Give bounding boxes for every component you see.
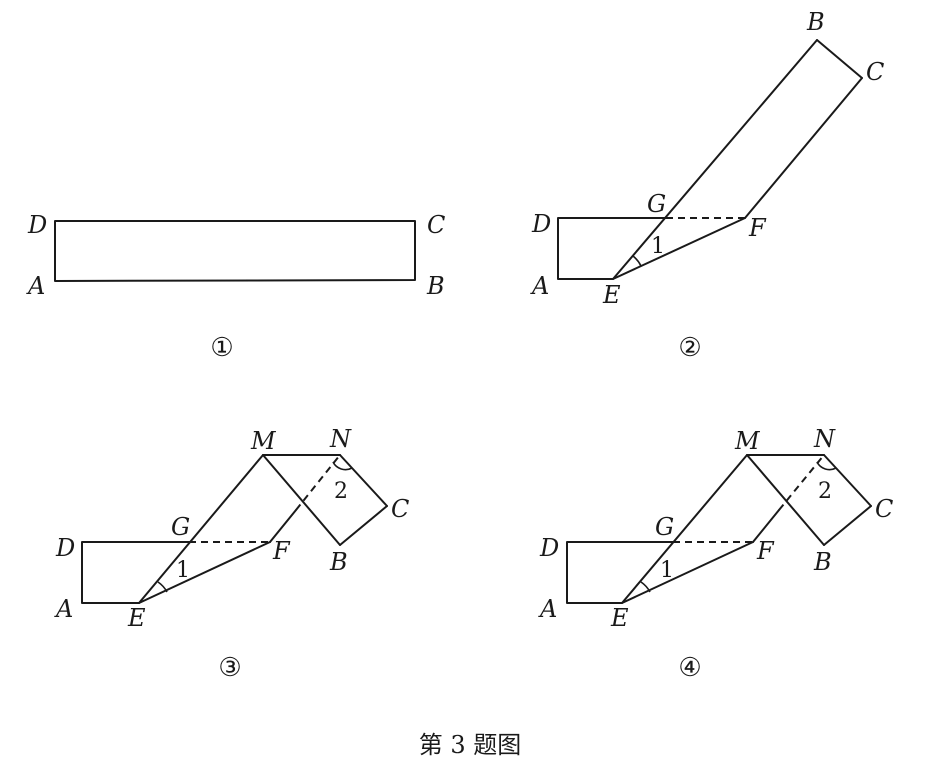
edge-em [138,454,264,604]
point-label-b: B [426,272,445,300]
edge-f-fold-solid [269,509,297,543]
angle-1-arc [157,581,168,593]
panel-1: D A C B ① [26,211,445,363]
edge-bm [262,454,341,546]
point-label-b: B [806,8,825,36]
angle-2-arc [816,461,837,471]
panel-2: 1 D A E G F B C ② [530,8,884,363]
edge-cb [339,505,388,546]
point-label-f: F [756,537,775,565]
angle-2-arc [332,461,353,471]
edge-bc [816,39,863,79]
angle-1-arc [632,255,642,267]
edge-cf [744,77,863,219]
point-label-c: C [391,495,409,523]
fold-line-ef [621,541,754,604]
point-label-n: N [329,425,352,453]
angle-1-label: 1 [660,558,674,583]
point-label-a: A [54,595,73,623]
point-label-e: E [610,604,629,632]
edge-nc [339,454,388,507]
point-label-g: G [171,513,190,541]
point-label-g: G [647,190,666,218]
point-label-b: B [813,548,832,576]
edge-f-fold-solid [752,509,780,543]
angle-1-label: 1 [176,558,190,583]
left-part-edges [81,541,190,604]
panel-caption: ③ [218,653,241,683]
point-label-a: A [530,272,549,300]
point-label-f: F [748,214,767,242]
point-label-f: F [272,537,291,565]
panel-3: 1 2 D A E G F M N C B ③ [54,425,409,683]
left-part-edges [557,217,667,280]
angle-2-label: 2 [818,479,832,504]
point-label-m: M [734,427,761,455]
panel-caption: ① [210,333,233,363]
point-label-g: G [655,513,674,541]
point-label-a: A [26,272,45,300]
point-label-c: C [427,211,445,239]
point-label-c: C [866,58,884,86]
edge-eb [612,39,818,280]
point-label-d: D [27,211,47,239]
rectangle-abcd [54,220,416,282]
point-label-e: E [127,604,146,632]
point-label-e: E [602,281,621,309]
panel-4: 1 2 D A E G F M N C B ④ [538,425,893,683]
point-label-d: D [539,534,559,562]
edge-cb [823,505,872,546]
point-label-b: B [329,548,348,576]
angle-2-label: 2 [334,479,348,504]
angle-1-arc [640,581,651,593]
point-label-a: A [538,595,557,623]
point-label-c: C [875,495,893,523]
point-label-m: M [250,427,277,455]
panel-caption: ② [678,333,701,363]
point-label-n: N [813,425,836,453]
fold-line-ef [138,541,271,604]
left-part-edges [566,541,674,604]
angle-1-label: 1 [651,234,665,259]
panel-caption: ④ [678,653,701,683]
fold-line-ef [612,217,746,280]
edge-em [621,454,748,604]
point-label-d: D [55,534,75,562]
point-label-d: D [531,210,551,238]
edge-nc [823,454,872,507]
figure-title: 第 3 题图 [419,731,522,759]
edge-bm [746,454,825,546]
